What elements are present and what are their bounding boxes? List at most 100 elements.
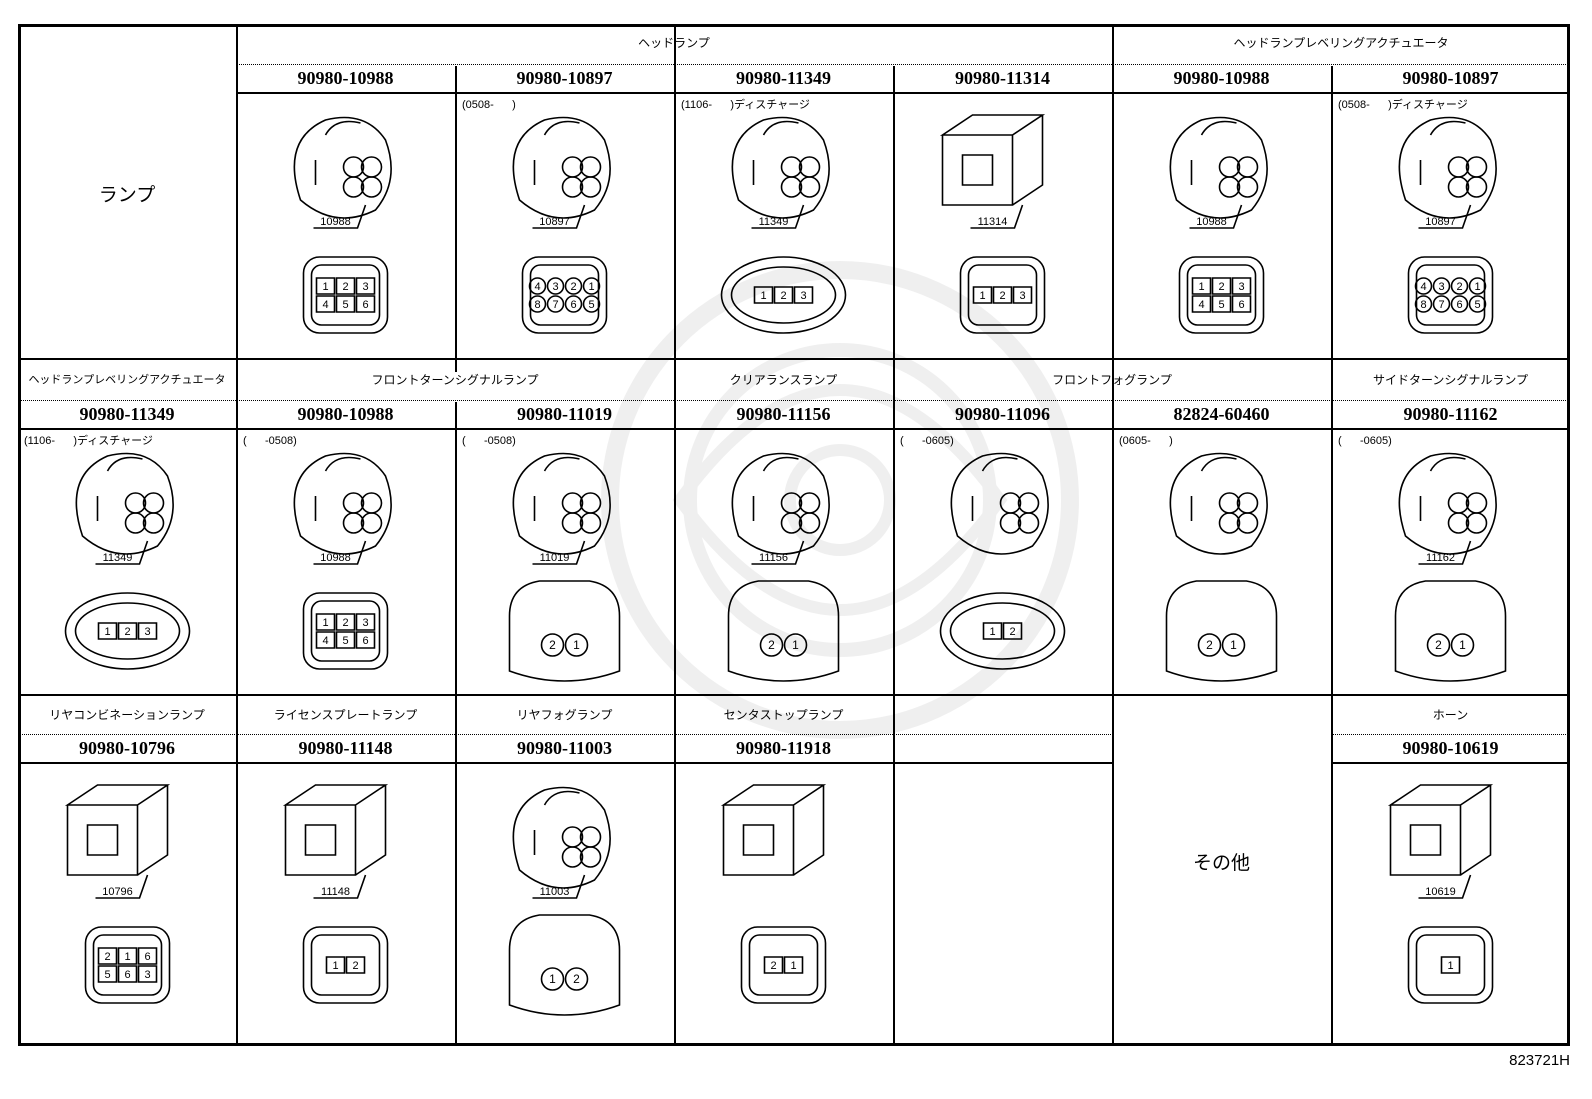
pin-face-outline <box>312 935 380 995</box>
connector-pin-hole <box>344 513 364 533</box>
date-note: (1106- )ディスチャージ <box>681 99 810 111</box>
pin-number: 2 <box>124 626 130 638</box>
connector-pin-hole <box>800 157 820 177</box>
pin-circle <box>1452 634 1474 656</box>
connector-body <box>1170 118 1267 219</box>
col-divider <box>236 24 238 1046</box>
group-label-center-stop: センタストップランプ <box>723 708 844 722</box>
dotted-separator <box>1331 734 1570 735</box>
reference-label: 11156 <box>759 552 788 564</box>
row-divider <box>1331 762 1570 764</box>
pin-face-outline <box>722 257 846 333</box>
connector-pin-hole <box>782 513 802 533</box>
pin-cell <box>1233 296 1251 312</box>
connector-pin-hole <box>563 847 583 867</box>
pin-face-outline <box>969 265 1037 325</box>
pin-circle <box>530 278 546 294</box>
connector-opening <box>744 825 774 855</box>
pin-face-outline <box>961 257 1045 333</box>
connector-pin-hole <box>1238 513 1258 533</box>
connector-body <box>1399 454 1496 555</box>
pin-circle <box>566 296 582 312</box>
connector-body <box>294 454 391 555</box>
col-divider <box>455 66 457 372</box>
leader-line <box>752 541 804 564</box>
connector-body <box>951 454 1048 555</box>
connector-pin-hole <box>563 157 583 177</box>
leader-line <box>96 875 148 898</box>
pin-face-outline <box>951 603 1055 659</box>
pin-number: 2 <box>573 972 580 986</box>
pin-circle <box>1452 278 1468 294</box>
pin-cell <box>317 614 335 630</box>
reference-label: 11314 <box>978 216 1008 228</box>
connector-body <box>732 118 829 219</box>
connector-body <box>68 785 168 875</box>
part-number: 90980-11162 <box>1403 404 1498 424</box>
pin-number: 1 <box>322 281 328 293</box>
pin-cell <box>795 287 813 303</box>
pin-number: 5 <box>342 635 348 647</box>
connector-pin-hole <box>362 493 382 513</box>
part-number: 82824-60460 <box>1173 404 1270 424</box>
pin-number: 3 <box>800 290 806 302</box>
pin-number: 4 <box>322 635 328 647</box>
pin-number: 2 <box>780 290 786 302</box>
date-note: ( -0508) <box>243 435 297 447</box>
pin-circle <box>1452 296 1468 312</box>
pin-number: 5 <box>1218 299 1224 311</box>
date-note: (1106- )ディスチャージ <box>24 435 153 447</box>
pin-cell <box>994 287 1012 303</box>
pin-circle <box>761 634 783 656</box>
sheet-code: 823721H <box>1509 1052 1570 1069</box>
connector-pin-hole <box>126 493 146 513</box>
pin-number: 5 <box>588 299 594 311</box>
connector-pin-hole <box>800 493 820 513</box>
pin-cell <box>139 623 157 639</box>
date-note: (0508- )ディスチャージ <box>1338 99 1468 111</box>
pin-circle <box>1434 278 1450 294</box>
row-divider <box>18 762 1113 764</box>
connector-latch <box>316 458 361 522</box>
pin-face-outline <box>531 265 599 325</box>
connector-latch <box>535 122 580 186</box>
connector-latch <box>754 122 799 186</box>
connector-body <box>1391 785 1491 875</box>
part-number: 90980-10796 <box>79 738 175 758</box>
pin-cell <box>317 278 335 294</box>
group-label-rear-fog: リヤフォグランプ <box>516 708 613 722</box>
pin-number: 2 <box>768 638 775 652</box>
pin-cell <box>317 296 335 312</box>
connector-opening <box>88 825 118 855</box>
pin-circle <box>530 296 546 312</box>
leader-line <box>1419 205 1471 228</box>
pin-cell <box>1442 957 1460 973</box>
pin-number: 1 <box>792 638 799 652</box>
pin-number: 1 <box>573 638 580 652</box>
pin-number: 3 <box>1238 281 1244 293</box>
reference-label: 10897 <box>539 216 570 228</box>
pin-number: 3 <box>144 626 150 638</box>
connector-pin-hole <box>581 827 601 847</box>
pin-number: 5 <box>104 969 110 981</box>
pin-number: 1 <box>322 617 328 629</box>
reference-label: 11349 <box>759 216 789 228</box>
pin-circle <box>1434 296 1450 312</box>
pin-number: 8 <box>534 299 540 311</box>
pin-number: 1 <box>588 281 594 293</box>
connector-body <box>732 454 829 555</box>
pin-circle <box>566 278 582 294</box>
pin-number: 4 <box>1198 299 1204 311</box>
pin-face-outline <box>510 581 620 681</box>
pin-circle <box>1470 278 1486 294</box>
connector-pin-hole <box>800 177 820 197</box>
connector-pin-hole <box>1220 157 1240 177</box>
date-note: ( -0508) <box>462 435 516 447</box>
pin-number: 1 <box>790 960 796 972</box>
pin-face-outline <box>1180 257 1264 333</box>
group-label-leveling: ヘッドランプレベリングアクチュエータ <box>28 374 226 386</box>
